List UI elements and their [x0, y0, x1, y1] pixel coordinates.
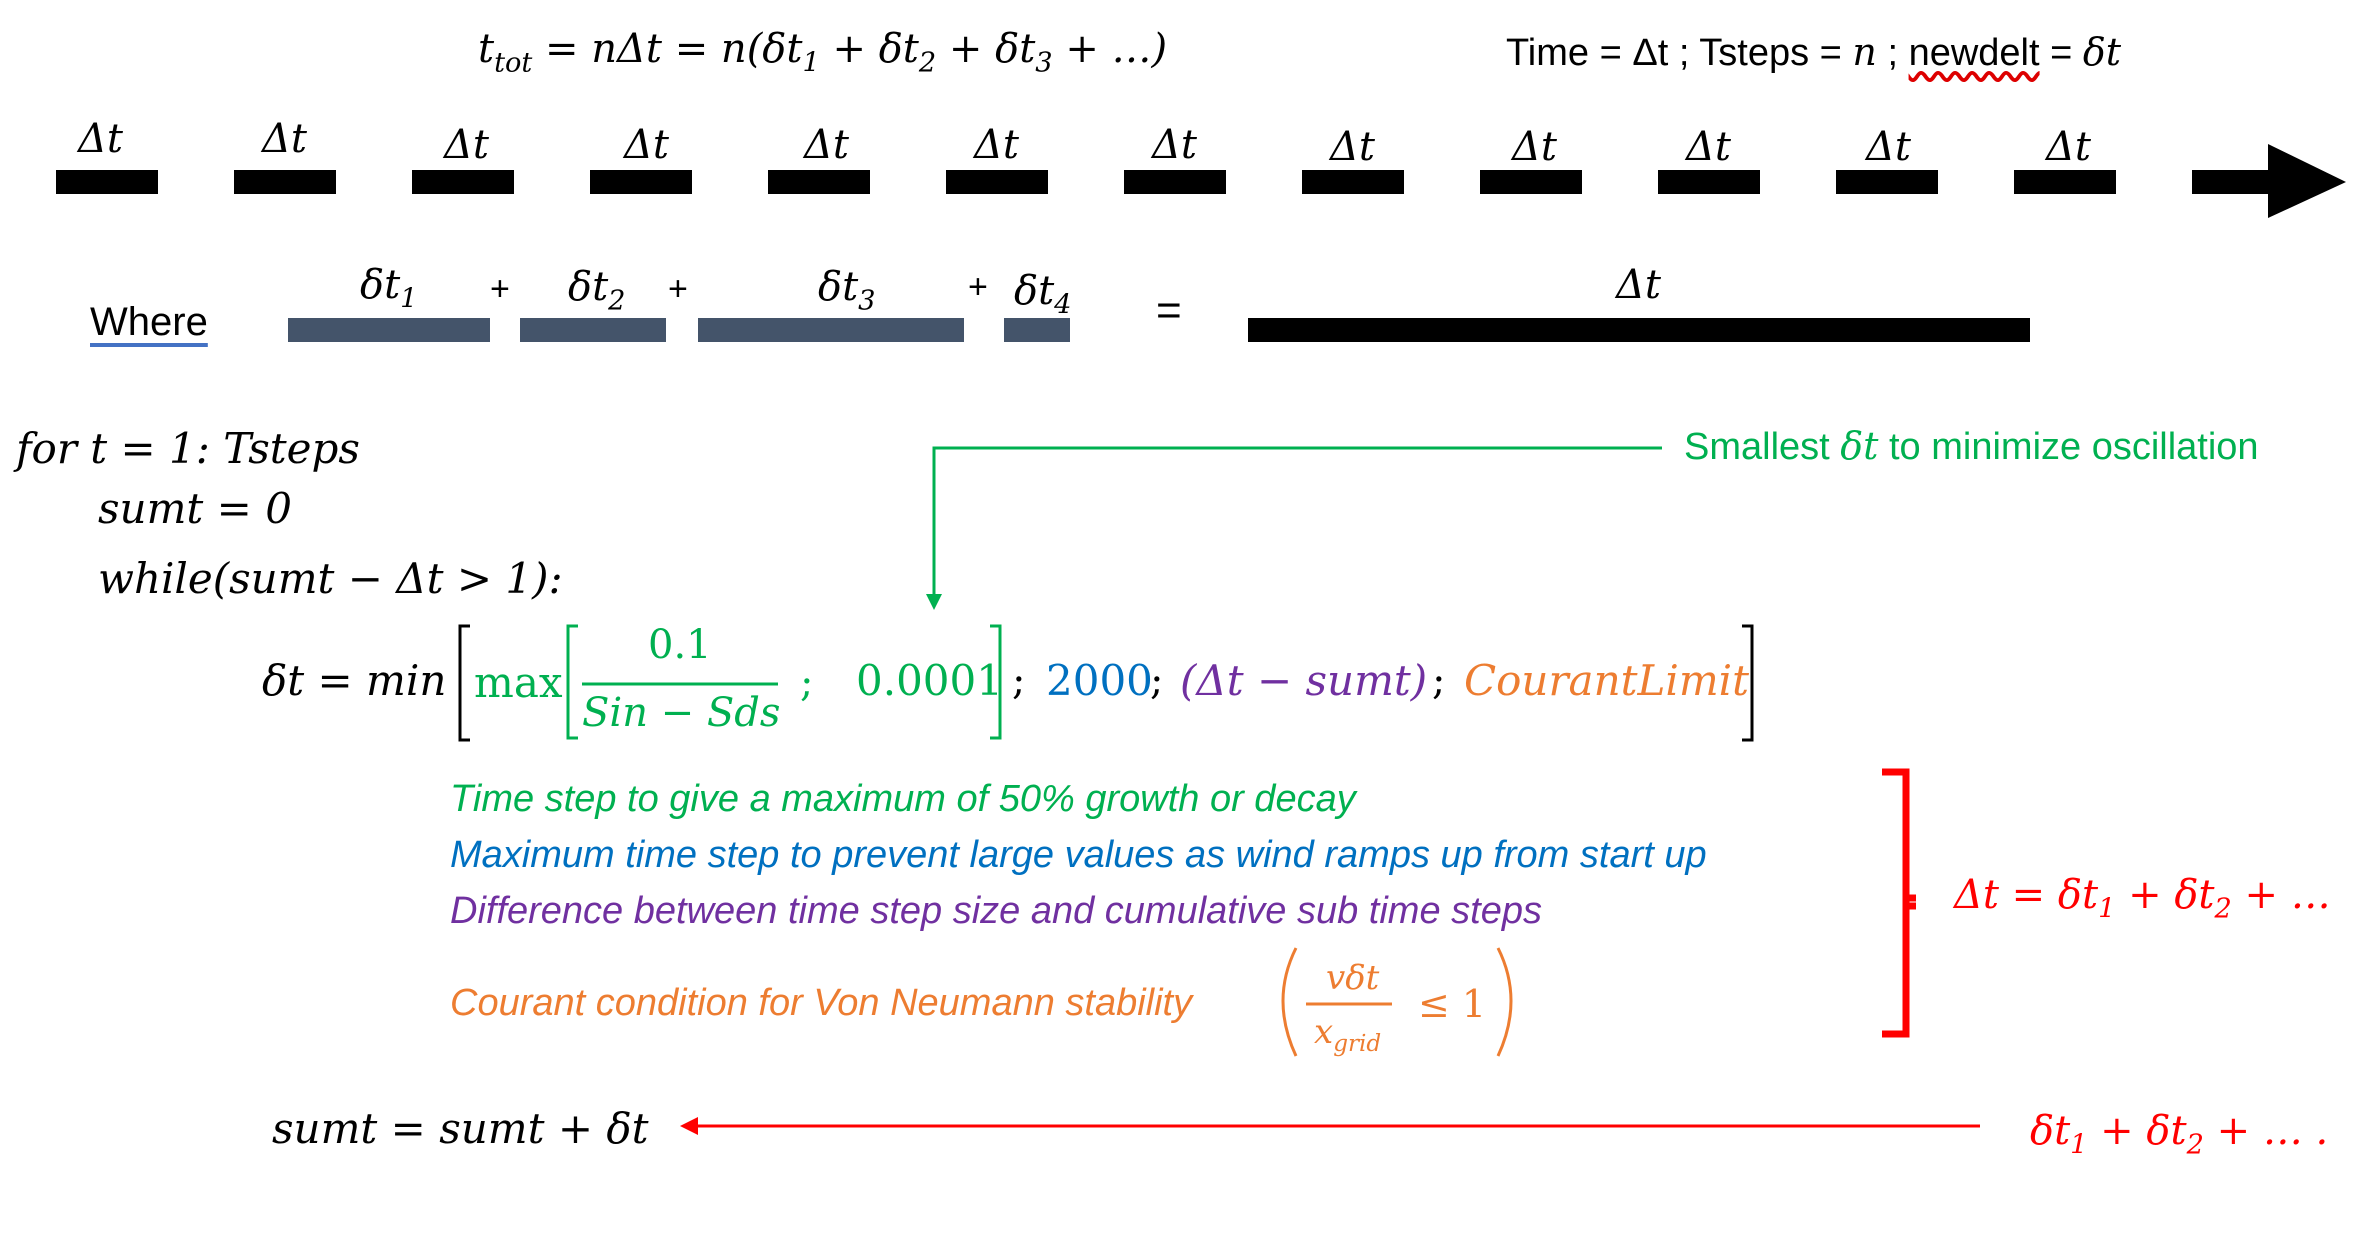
smallest-dt-note: Smallest δt to minimize oscillation [1684, 424, 2259, 468]
bottom-sum-expression: δt1 + δt2 + … . [2030, 1108, 2329, 1161]
sub-timestep-bar-4 [1004, 318, 1070, 342]
min-timestep-value: 0.0001 [856, 656, 1003, 705]
growth-fraction-numerator: 0.1 [648, 622, 712, 668]
timestep-dash [412, 170, 514, 194]
semicolon: ; [1150, 658, 1164, 704]
timestep-dash [1480, 170, 1582, 194]
for-loop-line: for t = 1: Tsteps [16, 424, 360, 473]
timestep-label: Δt [262, 116, 307, 162]
sumt-update-line: sumt = sumt + δt [272, 1104, 649, 1153]
timestep-label: Δt [624, 122, 669, 168]
timestep-dash [1836, 170, 1938, 194]
sub-timestep-bar-1 [288, 318, 490, 342]
sub-timestep-label-2: δt2 [568, 264, 626, 317]
plus-sign: + [668, 270, 688, 308]
timestep-label: Δt [444, 122, 489, 168]
timestep-label: Δt [1866, 124, 1911, 170]
semicolon: ; [1012, 658, 1026, 704]
equals-sign: = [1156, 286, 1182, 335]
plus-sign: + [968, 268, 988, 306]
where-label: Where [90, 300, 208, 344]
timestep-label: Δt [974, 122, 1019, 168]
timestep-label: Δt [1686, 124, 1731, 170]
timestep-label: Δt [804, 122, 849, 168]
timestep-dash [768, 170, 870, 194]
timestep-dash [2014, 170, 2116, 194]
timestep-label: Δt [1512, 124, 1557, 170]
sub-timestep-bar-2 [520, 318, 666, 342]
brace-sum-equation: Δt = δt1 + δt2 + … [1954, 872, 2331, 925]
sumt-init-line: sumt = 0 [98, 484, 292, 533]
plus-sign: + [490, 270, 510, 308]
sub-timestep-bar-3 [698, 318, 964, 342]
note-difference: Difference between time step size and cu… [450, 890, 1542, 932]
courant-numerator: vδt [1326, 958, 1380, 998]
growth-fraction-denominator: Sin − Sds [582, 690, 781, 736]
sub-timestep-label-1: δt1 [360, 262, 418, 315]
courant-limit-term: CourantLimit [1464, 656, 1749, 705]
timestep-label: Δt [78, 116, 123, 162]
semicolon: ; [1432, 658, 1446, 704]
timestep-dash [1124, 170, 1226, 194]
timestep-label: Δt [1152, 122, 1197, 168]
timestep-dash [1658, 170, 1760, 194]
total-timestep-bar [1248, 318, 2030, 342]
variable-legend: Time = Δt ; Tsteps = n ; newdelt = δt [1506, 30, 2122, 74]
while-loop-line: while(sumt − Δt > 1): [98, 554, 563, 603]
timestep-dash [1302, 170, 1404, 194]
total-time-equation: ttot = nΔt = n(δt1 + δt2 + δt3 + …) [478, 26, 1168, 79]
timestep-dash [234, 170, 336, 194]
note-growth-decay: Time step to give a maximum of 50% growt… [450, 778, 1356, 820]
sub-timestep-label-4: δt4 [1014, 268, 1072, 321]
dt-min-lhs: δt = min [262, 656, 447, 705]
remaining-time-term: (Δt − sumt) [1180, 656, 1428, 705]
note-max-timestep: Maximum time step to prevent large value… [450, 834, 1707, 876]
timestep-dash [56, 170, 158, 194]
timestep-label: Δt [2046, 124, 2091, 170]
semicolon: ; [800, 660, 814, 706]
timeline-arrow-shaft [2192, 170, 2272, 194]
total-timestep-label: Δt [1616, 262, 1661, 308]
sub-timestep-label-3: δt3 [818, 264, 876, 317]
courant-relation: ≤ 1 [1418, 982, 1487, 1026]
timestep-label: Δt [1330, 124, 1375, 170]
note-courant: Courant condition for Von Neumann stabil… [450, 982, 1193, 1024]
timestep-dash [590, 170, 692, 194]
max-timestep-value: 2000 [1046, 656, 1153, 705]
max-operator: max [474, 658, 563, 707]
courant-denominator: xgrid [1314, 1012, 1382, 1058]
timestep-dash [946, 170, 1048, 194]
